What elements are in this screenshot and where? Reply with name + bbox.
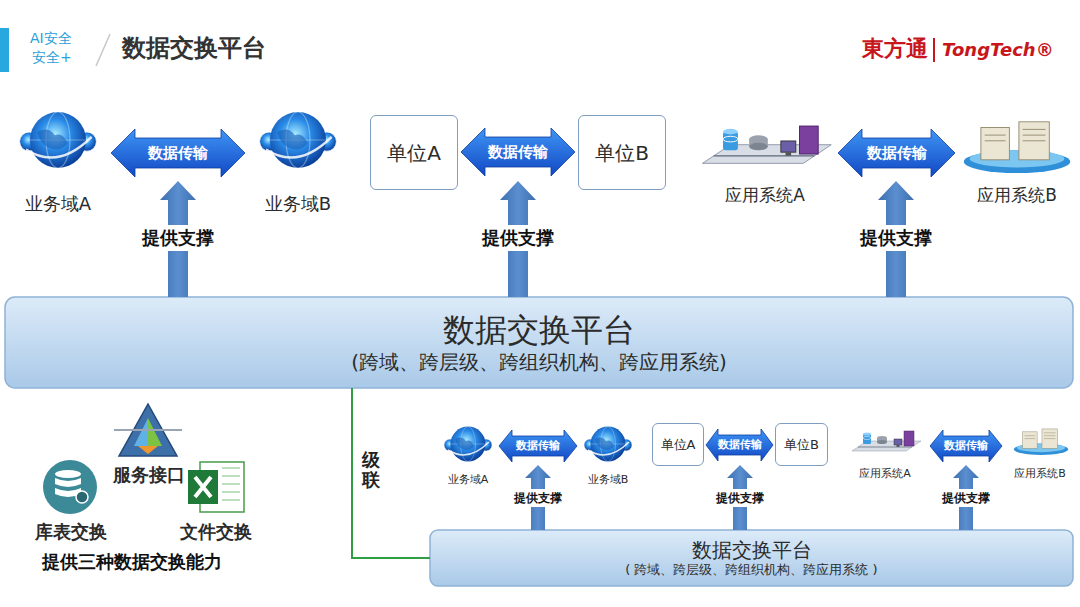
- globe-icon: [20, 112, 97, 168]
- excel-icon: [188, 462, 244, 512]
- icon-node: 业务域B: [250, 110, 346, 215]
- node-label: 应用系统A: [859, 467, 911, 480]
- logo-text: TongTech®: [942, 39, 1054, 61]
- node-label: 应用系统B: [1014, 467, 1066, 480]
- node-label: 库表交换: [35, 521, 107, 543]
- node-label: 应用系统A: [725, 185, 805, 205]
- globe-icon: [444, 427, 492, 462]
- cascade-label: 级联: [362, 450, 380, 490]
- band-subtitle: ( 跨域、跨层级、跨组织机构、跨应用系统 ): [625, 562, 877, 578]
- platform-band: 数据交换平台( 跨域、跨层级、跨组织机构、跨应用系统 ): [430, 530, 1073, 586]
- icon-node: 应用系统A: [695, 120, 835, 205]
- transfer-label: 数据传输: [867, 144, 927, 162]
- platform-band: [5, 297, 1073, 388]
- cascade-line: [352, 388, 430, 558]
- header-tag: 安全+: [32, 49, 72, 66]
- band-subtitle: (跨域、跨层级、跨组织机构、跨应用系统): [351, 350, 727, 374]
- support-label: 提供支撑: [139, 225, 217, 251]
- icon-node: 服务接口: [103, 400, 195, 486]
- platform-band: 数据交换平台(跨域、跨层级、跨组织机构、跨应用系统): [5, 297, 1073, 388]
- icon-node: 业务域B: [580, 418, 636, 486]
- support-label: 提供支撑: [511, 489, 565, 507]
- transfer-arrow: [838, 129, 955, 177]
- transfer-label: 数据传输: [488, 143, 548, 161]
- server-icon: [1014, 429, 1068, 455]
- header-bar: [0, 28, 9, 72]
- server-icon: [964, 122, 1070, 173]
- icon-node: 应用系统B: [958, 120, 1076, 205]
- band-title: 数据交换平台: [443, 311, 635, 349]
- transfer-arrow: [499, 430, 577, 462]
- support-label: 提供支撑: [857, 225, 935, 251]
- transfer-label: 数据传输: [944, 439, 988, 452]
- globe-icon: [584, 427, 632, 462]
- support-label: 提供支撑: [939, 489, 993, 507]
- unit-box: 单位B: [775, 423, 828, 466]
- node-label: 单位B: [595, 141, 649, 165]
- page-title: 数据交换平台: [122, 32, 266, 64]
- unit-box: 单位A: [652, 423, 704, 466]
- icon-node: 应用系统B: [1005, 425, 1075, 480]
- transfer-label: 数据传输: [516, 439, 560, 452]
- node-label: 业务域B: [265, 193, 331, 215]
- transfer-arrow: [706, 429, 773, 461]
- node-label: 应用系统B: [977, 185, 1057, 205]
- transfer-arrow: [930, 430, 1002, 462]
- capability-note: 提供三种数据交换能力: [42, 551, 222, 573]
- icon-node: 库表交换: [25, 455, 117, 543]
- support-label: 提供支撑: [713, 489, 767, 507]
- unit-box: 单位B: [578, 115, 666, 190]
- header-slash: [96, 34, 110, 66]
- node-label: 单位A: [387, 141, 441, 165]
- database-icon: [43, 460, 97, 514]
- header-tag: AI安全: [30, 30, 72, 47]
- icon-node: 应用系统A: [843, 425, 927, 480]
- transfer-arrow: [461, 128, 575, 176]
- platform-band: [430, 530, 1073, 586]
- node-label: 单位A: [661, 437, 696, 453]
- globe-icon: [260, 112, 337, 168]
- app-system-icon: [852, 431, 921, 451]
- app-system-icon: [702, 126, 831, 163]
- transfer-arrow: [111, 129, 245, 177]
- service-interface-icon: [114, 404, 182, 456]
- logo-divider: [933, 38, 935, 62]
- icon-node: 文件交换: [170, 455, 262, 543]
- node-label: 服务接口: [113, 464, 185, 486]
- band-title: 数据交换平台: [692, 538, 812, 562]
- node-label: 业务域A: [448, 473, 489, 486]
- logo-text: 東方通: [862, 35, 928, 61]
- icon-node: 业务域A: [10, 110, 106, 215]
- support-label: 提供支撑: [479, 225, 557, 251]
- node-label: 业务域A: [25, 193, 91, 215]
- unit-box: 单位A: [370, 115, 458, 190]
- transfer-label: 数据传输: [148, 144, 208, 162]
- icon-node: 业务域A: [440, 418, 496, 486]
- node-label: 业务域B: [588, 473, 629, 486]
- node-label: 文件交换: [180, 521, 252, 543]
- transfer-label: 数据传输: [718, 438, 762, 451]
- node-label: 单位B: [784, 437, 819, 453]
